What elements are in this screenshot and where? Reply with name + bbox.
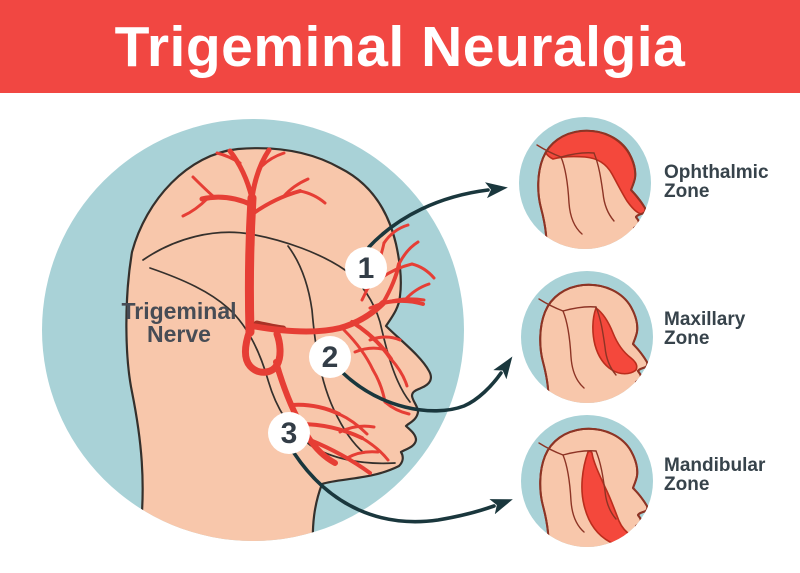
page-title: Trigeminal Neuralgia: [114, 14, 686, 79]
marker-2: 2: [309, 336, 351, 378]
arrow-to-mandibular: [292, 451, 513, 524]
marker-2-circle: [309, 336, 351, 378]
maxillary-zone-label: Maxillary Zone: [664, 310, 794, 348]
marker-2-number: 2: [322, 341, 339, 374]
main-head-diagram: [42, 119, 464, 541]
trigeminal-nerve-label-line1: Trigeminal: [121, 298, 237, 324]
marker-1-number: 1: [358, 252, 375, 285]
mandibular-zone-suffix: Zone: [664, 474, 710, 495]
maxillary-zone-circle: [521, 271, 653, 403]
trigeminal-nerve-label: Trigeminal Nerve: [104, 300, 254, 346]
header-banner: Trigeminal Neuralgia: [0, 0, 800, 93]
mandibular-zone-label: Mandibular Zone: [664, 456, 794, 494]
mandibular-zone-circle: [521, 415, 653, 547]
connector-arrows: [292, 182, 513, 524]
marker-3: 3: [268, 412, 310, 454]
ophthalmic-zone-name: Ophthalmic: [664, 162, 769, 183]
ophthalmic-zone-suffix: Zone: [664, 181, 710, 202]
marker-1: 1: [345, 247, 387, 289]
arrow-to-maxillary: [341, 356, 513, 413]
maxillary-red-zone: [592, 306, 638, 375]
marker-3-number: 3: [281, 417, 298, 450]
ophthalmic-zone-label: Ophthalmic Zone: [664, 163, 794, 201]
marker-3-circle: [268, 412, 310, 454]
maxillary-zone-name: Maxillary: [664, 309, 746, 330]
maxillary-zone-suffix: Zone: [664, 328, 710, 349]
ophthalmic-zone-circle: [519, 117, 651, 249]
main-head: [125, 147, 436, 541]
trigeminal-nerve-label-line2: Nerve: [147, 321, 211, 347]
arrow-to-ophthalmic: [367, 182, 508, 249]
mandibular-zone-name: Mandibular: [664, 455, 766, 476]
marker-1-circle: [345, 247, 387, 289]
